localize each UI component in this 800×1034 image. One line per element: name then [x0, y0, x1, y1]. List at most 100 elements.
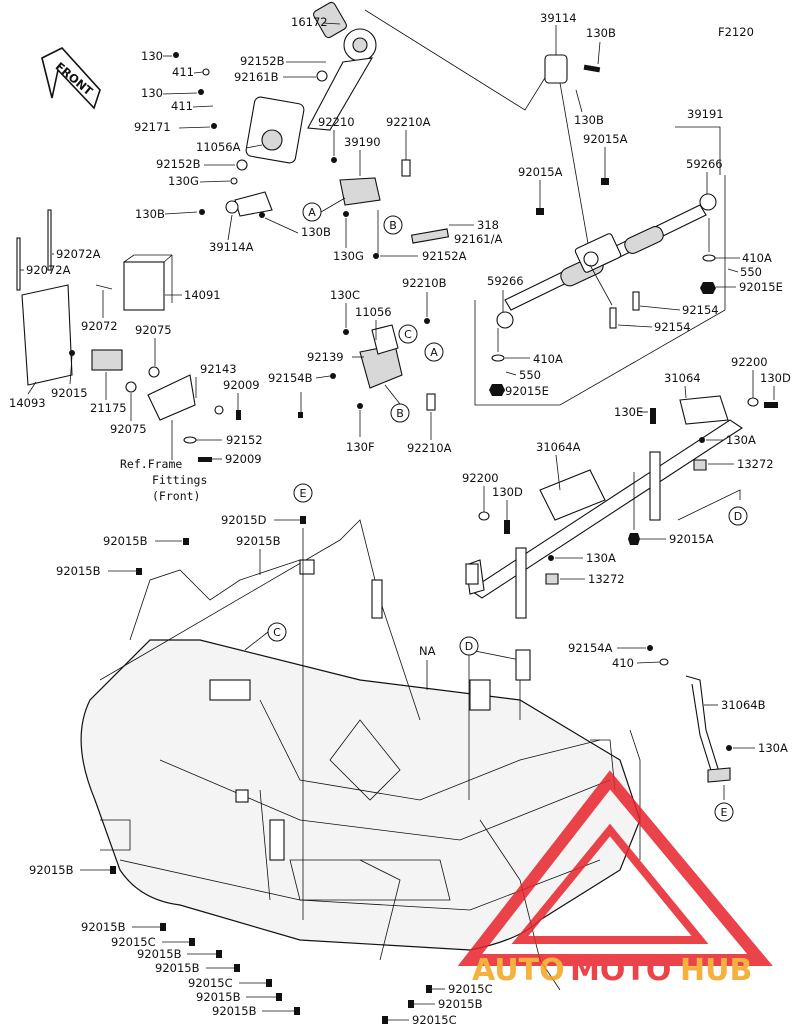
callout-130b-4: 130B: [574, 113, 604, 127]
callout-na: NA: [419, 644, 436, 658]
ref-frame-fittings-line3: (Front): [152, 489, 200, 503]
callout-92009-1: 92009: [223, 378, 260, 392]
electrical-panel-assembly: [16, 209, 196, 421]
callout-92015b-3: 92015B: [56, 564, 101, 578]
svg-text:A: A: [430, 346, 438, 359]
callout-92015b-6: 92015B: [137, 947, 182, 961]
callout-92200-2: 92200: [462, 471, 499, 485]
callout-92154a: 92154A: [568, 641, 613, 655]
ref-marker-d-1: D: [728, 506, 748, 526]
callout-39191: 39191: [687, 107, 724, 121]
callout-92072: 92072: [81, 319, 118, 333]
callout-92015b-8: 92015B: [196, 990, 241, 1004]
steering-column-assembly: [225, 1, 381, 217]
watermark-hub: HUB: [680, 953, 752, 988]
callout-92015c-1: 92015C: [111, 935, 156, 949]
callout-550-1: 550: [740, 265, 762, 279]
callout-130a-2: 130A: [586, 551, 616, 565]
svg-text:E: E: [300, 487, 307, 500]
callout-92015a-3: 92015A: [669, 532, 714, 546]
callout-130-1: 130: [141, 49, 163, 63]
crossmember-31064: [465, 395, 743, 619]
callout-92171: 92171: [134, 120, 171, 134]
callout-39114a: 39114A: [209, 240, 254, 254]
ref-marker-b-1: B: [383, 215, 403, 235]
callout-92015b-2: 92015B: [236, 534, 281, 548]
callout-92015c-2: 92015C: [188, 976, 233, 990]
callout-92075-1: 92075: [135, 323, 172, 337]
callout-92015e-2: 92015E: [505, 384, 549, 398]
svg-text:D: D: [734, 510, 742, 523]
callout-92152b-1: 92152B: [240, 54, 285, 68]
callout-92015b-7: 92015B: [155, 961, 200, 975]
callout-92015b-10: 92015B: [438, 997, 483, 1011]
callout-130c: 130C: [330, 288, 360, 302]
callout-13272-2: 13272: [588, 572, 625, 586]
callout-92015a-2: 92015A: [518, 165, 563, 179]
svg-text:E: E: [721, 806, 728, 819]
callout-130d-2: 130D: [492, 485, 523, 499]
callout-92200-1: 92200: [731, 355, 768, 369]
callout-92015b-5: 92015B: [81, 920, 126, 934]
callout-92075-2: 92075: [110, 422, 147, 436]
callout-411-1: 411: [172, 65, 194, 79]
ref-marker-b-2: B: [390, 403, 410, 423]
callout-92015c-3: 92015C: [448, 982, 493, 996]
steering-rack-assembly: [496, 54, 717, 329]
callout-92015c-4: 92015C: [412, 1013, 457, 1027]
svg-text:C: C: [404, 328, 412, 341]
callout-92210a-1: 92210A: [386, 115, 431, 129]
callout-92161b: 92161B: [234, 70, 279, 84]
callout-59266-2: 59266: [487, 274, 524, 288]
callout-130b-3: 130B: [586, 26, 616, 40]
callout-11056: 11056: [355, 305, 392, 319]
ref-marker-c-2: C: [267, 622, 287, 642]
callout-14091: 14091: [184, 288, 221, 302]
figure-code: F2120: [718, 25, 754, 39]
callout-92015: 92015: [51, 386, 88, 400]
callout-550-2: 550: [519, 368, 541, 382]
callout-130g-1: 130G: [168, 174, 199, 188]
callout-31064b: 31064B: [721, 698, 766, 712]
svg-text:B: B: [389, 219, 397, 232]
front-arrow-icon: FRONT: [41, 47, 101, 110]
callout-92015b-4: 92015B: [29, 863, 74, 877]
callout-92210a-2: 92210A: [407, 441, 452, 455]
callout-92015d: 92015D: [221, 513, 267, 527]
callout-130e: 130E: [614, 405, 643, 419]
callout-410a-1: 410A: [742, 251, 772, 265]
automotohub-watermark-logo: AUTO MOTO HUB: [457, 770, 773, 988]
callout-92154-2: 92154: [654, 320, 691, 334]
watermark-moto: MOTO: [570, 953, 671, 988]
ref-frame-fittings-line2: Fittings: [152, 473, 207, 487]
callout-318: 318: [477, 218, 499, 232]
callout-92210b: 92210B: [402, 276, 447, 290]
callout-92152: 92152: [226, 433, 263, 447]
callout-92072a-2: 92072A: [26, 263, 71, 277]
callout-14093: 14093: [9, 396, 46, 410]
ref-marker-e-2: E: [293, 483, 313, 503]
svg-text:A: A: [308, 206, 316, 219]
ref-marker-d-2: D: [459, 636, 479, 656]
callout-92015b-1: 92015B: [103, 534, 148, 548]
callout-130d-1: 130D: [760, 371, 791, 385]
callout-92139: 92139: [307, 350, 344, 364]
callout-92015a-1: 92015A: [583, 132, 628, 146]
ref-marker-c-1: C: [398, 324, 418, 344]
callout-21175: 21175: [90, 401, 127, 415]
callout-11056a: 11056A: [196, 140, 241, 154]
main-vehicle-frame: [80, 519, 641, 991]
callout-130a-1: 130A: [726, 433, 756, 447]
callout-92210: 92210: [318, 115, 355, 129]
steering-bracket-11056: [359, 324, 403, 389]
callout-130g-2: 130G: [333, 249, 364, 263]
callout-92154b: 92154B: [268, 371, 313, 385]
callout-410a-2: 410A: [533, 352, 563, 366]
callout-411-2: 411: [171, 99, 193, 113]
callout-31064: 31064: [664, 371, 701, 385]
callout-92015e-1: 92015E: [739, 280, 783, 294]
callout-92152a: 92152A: [422, 249, 467, 263]
callout-16172: 16172: [291, 15, 328, 29]
callout-31064a: 31064A: [536, 440, 581, 454]
